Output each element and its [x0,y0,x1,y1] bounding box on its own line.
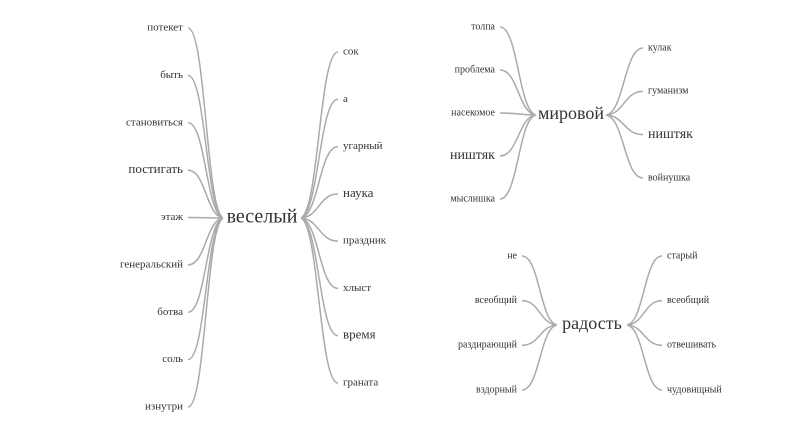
center-word: радость [562,313,622,333]
edge-0-left-1 [187,74,225,219]
word-node: угарный [343,140,383,152]
edge-0-right-2 [299,145,339,219]
word-node: праздник [343,235,387,247]
word-node: проблема [455,64,496,75]
word-node: соль [162,353,183,365]
word-node: время [343,327,376,342]
word-node: насекомое [451,107,495,118]
edge-2-right-3 [625,324,663,391]
word-node: изнутри [145,401,183,413]
center-word: веселый [227,206,298,228]
word-node: генеральский [120,258,183,270]
word-node: этаж [161,211,184,223]
edge-2-right-1 [625,299,663,326]
word-node: вздорный [476,384,518,395]
edge-1-right-1 [604,90,644,116]
word-node: ништяк [450,148,495,163]
edge-2-left-0 [521,255,559,326]
word-node: не [507,250,517,261]
edge-1-right-0 [604,47,644,116]
edge-0-right-5 [299,217,339,290]
edge-0-left-3 [187,169,225,219]
edge-0-left-6 [187,217,225,313]
word-node: отвешивать [667,340,717,351]
word-node: наука [343,185,374,200]
word-node: постигать [128,161,183,176]
edge-0-right-6 [299,217,339,337]
edge-0-right-7 [299,217,339,384]
word-node: быть [160,69,183,81]
edge-0-left-5 [187,217,225,266]
word-node: становиться [126,116,183,128]
edge-0-left-8 [187,217,225,408]
word-node: а [343,93,348,105]
word-node: всеобщий [667,295,710,306]
edge-2-left-1 [521,299,559,326]
edge-1-left-3 [499,114,538,157]
edge-0-left-4 [187,216,225,219]
word-node: ботва [157,306,183,318]
word-node: всеобщий [475,295,518,306]
word-node: сок [343,46,359,58]
edge-1-left-1 [499,69,538,116]
edge-2-left-3 [521,324,559,391]
edge-1-left-2 [499,112,537,116]
word-node: гуманизм [648,86,689,97]
labels-layer: потекет быть становиться постигать этаж генер… [120,21,722,412]
word-node: войнушка [648,172,691,183]
edge-0-right-3 [299,193,339,219]
word-node: старый [667,250,698,261]
edge-0-right-1 [299,98,339,219]
edges-layer [187,26,663,408]
center-word-halo [556,314,628,336]
edge-2-right-0 [625,255,663,326]
word-node: кулак [648,42,672,53]
word-node: граната [343,377,378,389]
edge-1-left-4 [499,114,538,200]
edge-0-left-0 [187,27,225,219]
word-node: толпа [471,21,495,32]
center-word: мировой [538,103,604,123]
word-node: потекет [147,22,183,34]
edge-0-right-0 [299,51,339,219]
edge-0-left-7 [187,217,225,361]
edge-1-right-3 [604,114,644,179]
word-node: хлыст [343,282,371,294]
edge-0-left-2 [187,122,225,219]
center-word-halo [222,206,302,230]
center-word-halo [535,104,607,126]
word-node: мыслишка [450,193,495,204]
word-node: раздирающий [458,340,518,351]
word-node: чудовищный [667,384,722,395]
word-node: ништяк [648,127,693,142]
edge-1-left-0 [499,26,538,116]
